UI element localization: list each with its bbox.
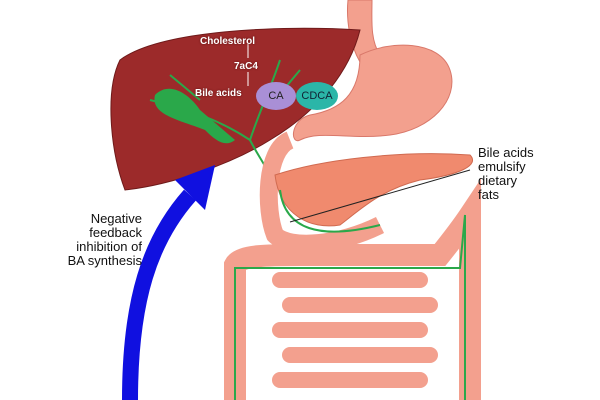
annotation-line: Negative [90, 211, 142, 226]
cdca-badge: CDCA [296, 82, 338, 110]
stomach [292, 44, 453, 142]
ca-badge: CA [256, 82, 296, 110]
liver [110, 27, 361, 191]
pointer-line [289, 169, 471, 223]
small-intestine [272, 272, 438, 388]
bile-acids-liver-label: Bile acids [195, 88, 242, 99]
large-intestine [224, 178, 481, 400]
duodenum [259, 131, 385, 253]
emulsify-annotation: Bile acids emulsify dietary fats [478, 146, 534, 202]
feedback-arrow-icon [122, 189, 197, 400]
pancreas [274, 153, 473, 227]
annotation-line: Bile acids [478, 145, 534, 160]
gallbladder [154, 88, 235, 144]
annotation-line: dietary [478, 173, 518, 188]
annotation-line: feedback [89, 225, 142, 240]
annotation-line: BA synthesis [67, 253, 142, 268]
cholesterol-label: Cholesterol [200, 36, 256, 47]
feedback-arrowhead-icon [175, 165, 215, 210]
annotation-line: inhibition of [76, 239, 142, 254]
annotation-line: emulsify [478, 159, 526, 174]
annotation-line: fats [478, 187, 499, 202]
feedback-annotation: Negative feedback inhibition of BA synth… [58, 212, 142, 268]
bile-flow-path [234, 189, 466, 400]
7ac4-label: 7aC4 [234, 61, 258, 72]
